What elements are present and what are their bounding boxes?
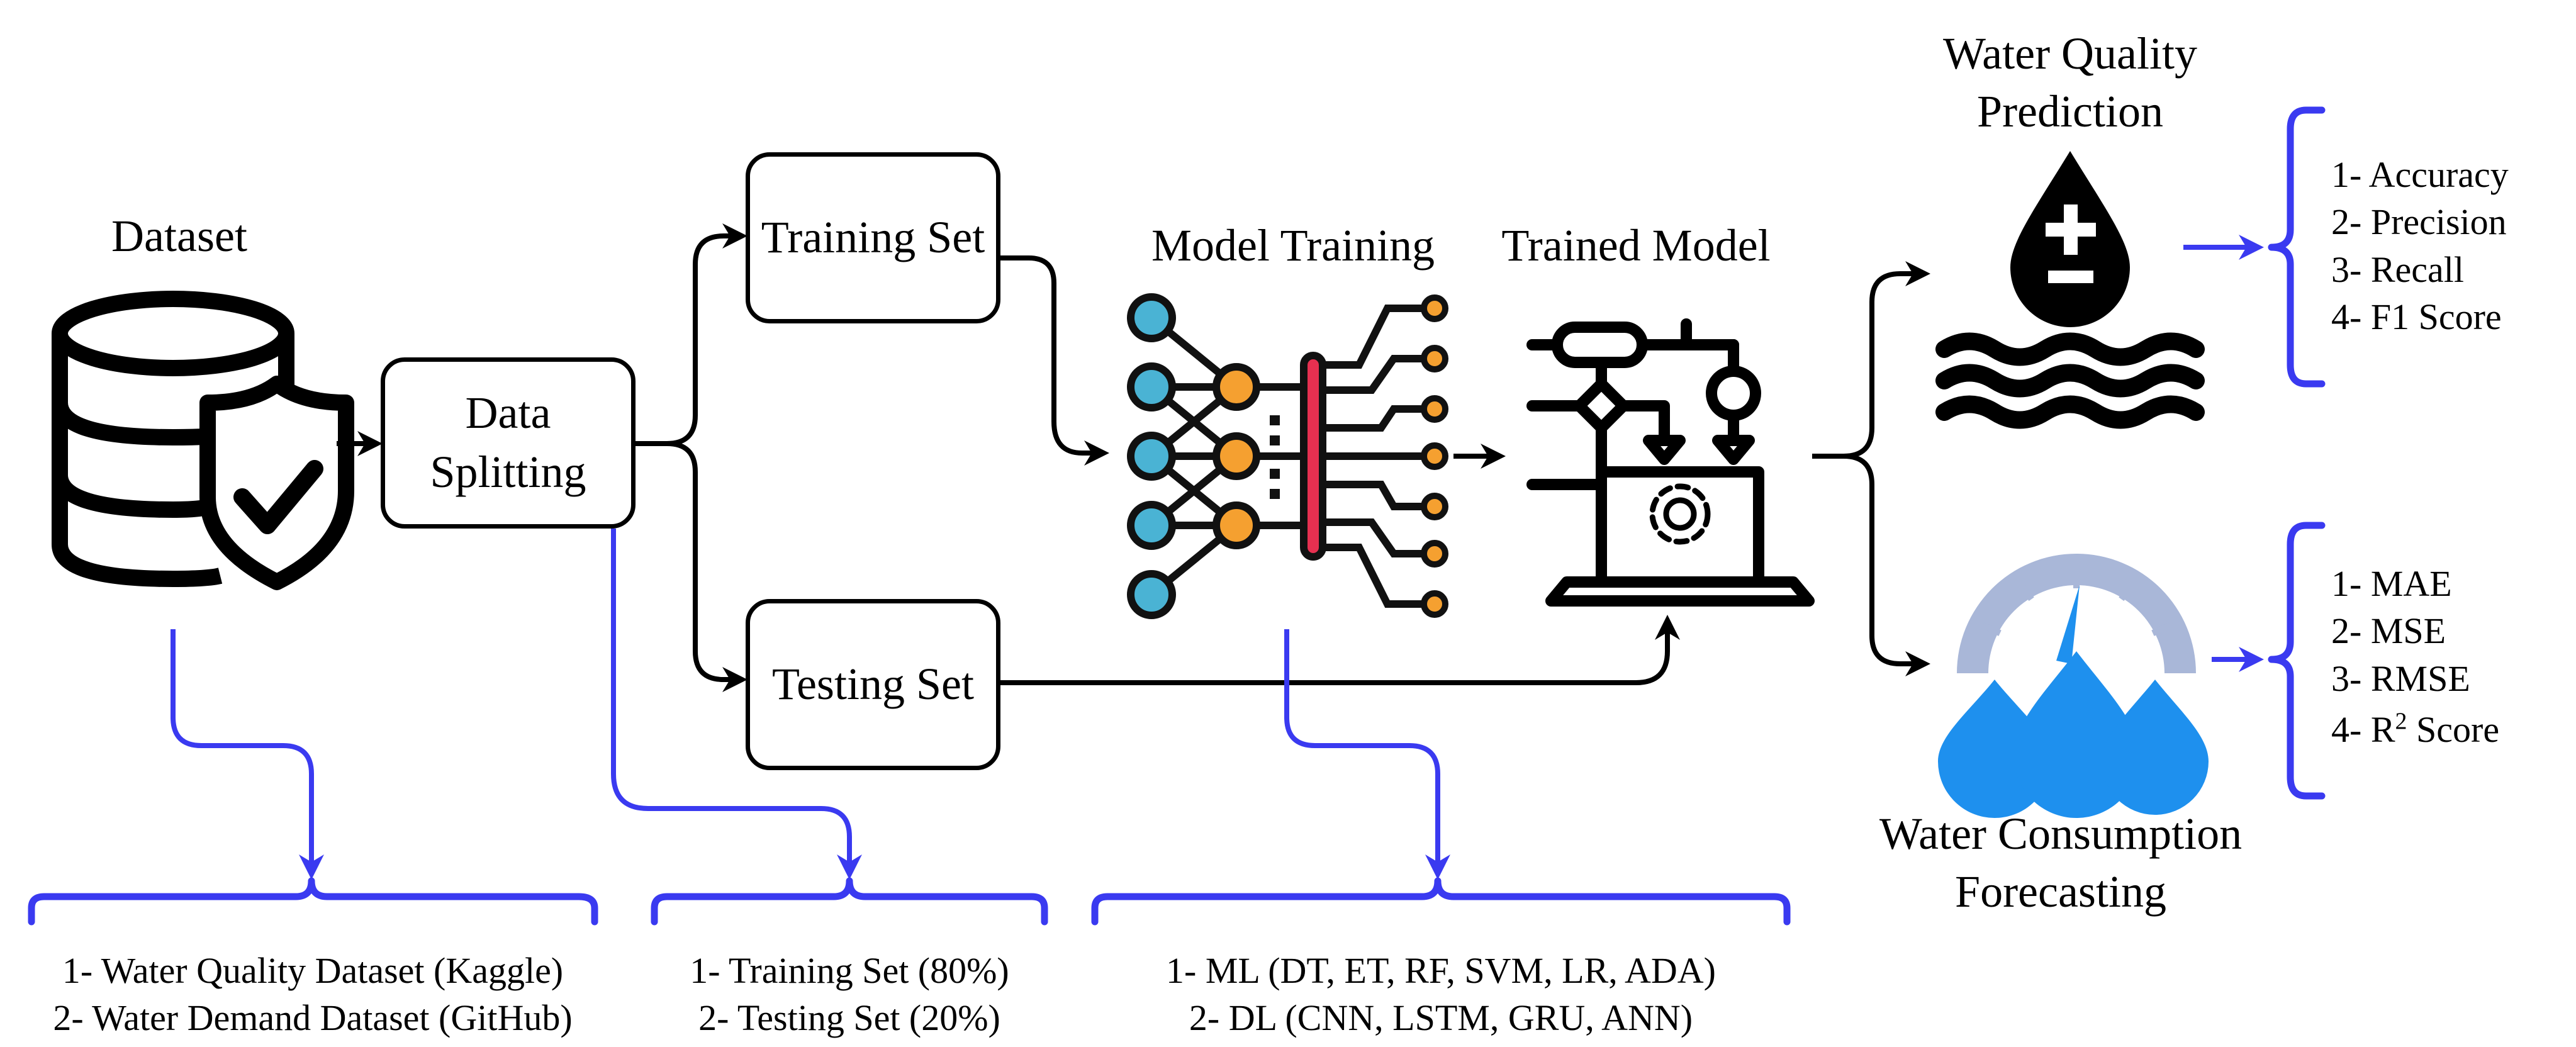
model-item: 2- DL (CNN, LSTM, GRU, ANN) — [1189, 997, 1693, 1039]
consumption-metric-item: 3- RMSE — [2331, 658, 2470, 699]
water-consumption-title-line2: Forecasting — [1955, 866, 2166, 917]
r2-prefix: 4- R — [2331, 709, 2395, 751]
consumption-metric-item: 1- MAE — [2331, 563, 2452, 604]
blue-arrow-model — [1284, 629, 1450, 880]
neural-network-icon — [1127, 293, 1448, 619]
model-training-title: Model Training — [1151, 220, 1435, 271]
brace-splits — [651, 877, 1048, 926]
data-splitting-line2: Splitting — [430, 447, 586, 497]
arrow-to-consumption — [1843, 454, 1930, 676]
model-item: 1- ML (DT, ET, RF, SVM, LR, ADA) — [1166, 950, 1716, 991]
consumption-metrics-list: 1- MAE 2- MSE 3- RMSE 4- R2 Score — [2331, 560, 2499, 754]
testing-set-box: Testing Set — [746, 599, 1000, 770]
splits-list: 1- Training Set (80%) 2- Testing Set (20… — [690, 947, 1009, 1042]
brace-models — [1091, 877, 1791, 926]
split-item: 1- Training Set (80%) — [690, 950, 1009, 991]
quality-metrics-list: 1- Accuracy 2- Precision 3- Recall 4- F1… — [2331, 151, 2509, 341]
brace-consumption-metrics — [2268, 522, 2326, 800]
brace-datasets — [28, 877, 598, 926]
water-gauge-drops-icon — [1938, 554, 2209, 818]
water-consumption-title-line1: Water Consumption — [1879, 809, 2243, 859]
models-list: 1- ML (DT, ET, RF, SVM, LR, ADA) 2- DL (… — [1166, 947, 1716, 1042]
quality-metric-item: 1- Accuracy — [2331, 154, 2509, 195]
arrow-to-quality — [1812, 261, 1930, 459]
dataset-title: Dataset — [111, 211, 247, 261]
consumption-metric-item: 2- MSE — [2331, 610, 2446, 652]
blue-arrow-dataset — [171, 629, 324, 880]
r2-suffix: Score — [2407, 709, 2500, 751]
blue-connectors — [171, 235, 2264, 880]
testing-set-label: Testing Set — [772, 659, 974, 710]
training-set-label: Training Set — [761, 212, 985, 263]
brace-quality-metrics — [2268, 106, 2326, 388]
database-shield-icon — [52, 291, 354, 590]
flow-arrows — [337, 223, 1930, 692]
arrow-splitting-to-testing — [666, 441, 748, 692]
dataset-item: 2- Water Demand Dataset (GitHub) — [53, 997, 573, 1039]
flowchart-laptop-icon — [1526, 318, 1815, 607]
arrow-testing-to-trained — [1000, 615, 1680, 685]
water-quality-title-line1: Water Quality — [1942, 28, 2198, 79]
quality-metric-item: 4- F1 Score — [2331, 296, 2502, 338]
datasets-list: 1- Water Quality Dataset (Kaggle) 2- Wat… — [53, 947, 572, 1042]
consumption-metric-r2: 4- R2 Score — [2331, 706, 2499, 753]
braces — [28, 106, 2326, 926]
split-item: 2- Testing Set (20%) — [698, 997, 1000, 1039]
water-quality-title-line2: Prediction — [1977, 86, 2163, 137]
blue-arrow-splitting — [611, 529, 862, 880]
arrow-splitting-to-training — [636, 223, 748, 446]
r2-superscript: 2 — [2395, 708, 2407, 735]
data-splitting-box: Data Splitting — [381, 357, 636, 529]
water-drop-plus-minus-icon — [1935, 151, 2205, 429]
arrow-training-to-model — [1000, 255, 1109, 466]
quality-metric-item: 3- Recall — [2331, 249, 2464, 290]
training-set-box: Training Set — [746, 152, 1000, 323]
data-splitting-line1: Data — [465, 388, 551, 439]
trained-model-title: Trained Model — [1501, 220, 1771, 271]
quality-metric-item: 2- Precision — [2331, 201, 2507, 243]
dataset-item: 1- Water Quality Dataset (Kaggle) — [62, 950, 564, 991]
